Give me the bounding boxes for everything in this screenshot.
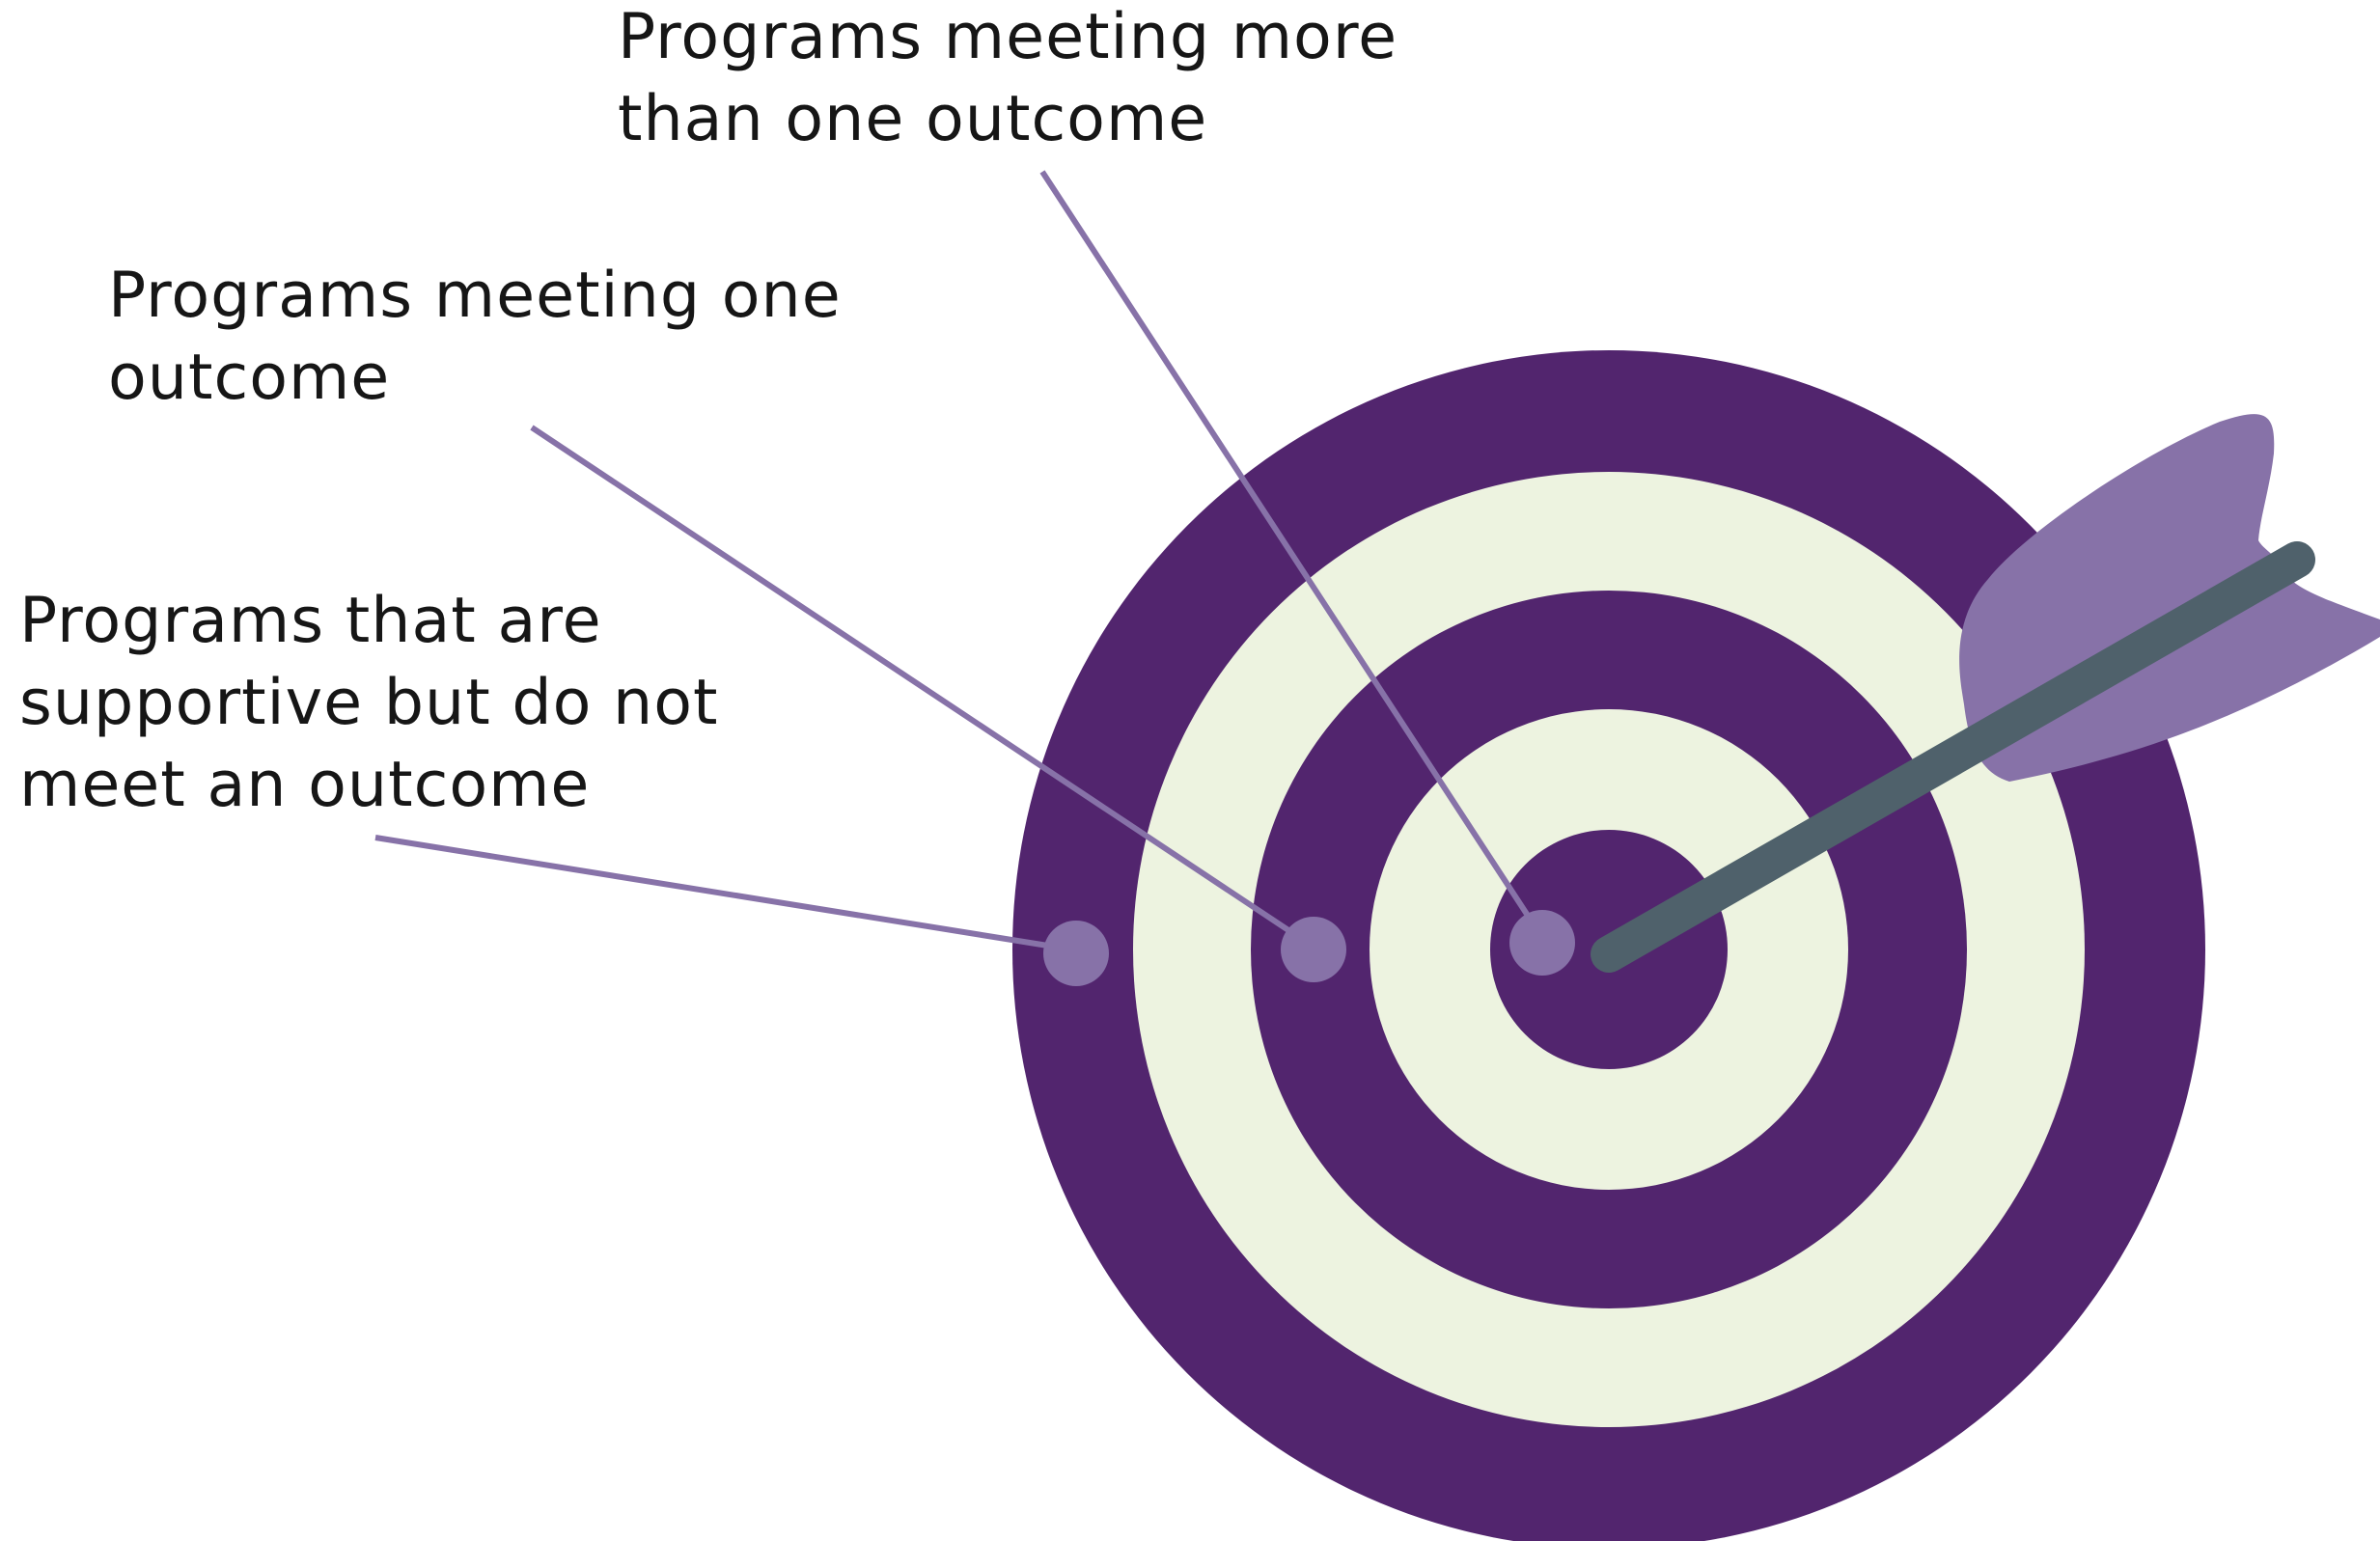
leader-line-supportive xyxy=(374,835,1055,949)
label-line: Programs meeting more xyxy=(618,1,1398,73)
marker-one xyxy=(1281,917,1346,982)
arrow-in-target-icon xyxy=(1591,414,2380,973)
label-line: supportive but do not xyxy=(19,667,719,739)
arrow-shaft xyxy=(1591,541,2315,973)
leader-line-one xyxy=(530,425,1299,939)
label-line: outcome xyxy=(108,342,391,414)
marker-more-than-one xyxy=(1509,910,1575,976)
marker-supportive xyxy=(1043,921,1109,986)
label-line: Programs that are xyxy=(19,585,602,657)
label-more-than-one-outcome: Programs meeting more than one outcome xyxy=(618,0,1398,160)
label-one-outcome: Programs meeting one outcome xyxy=(108,255,842,419)
label-line: Programs meeting one xyxy=(108,260,842,332)
label-line: meet an outcome xyxy=(19,749,591,821)
leader-lines xyxy=(374,170,1535,949)
ring-markers xyxy=(1043,910,1575,986)
leader-line-more-than-one xyxy=(1039,170,1535,923)
label-line: than one outcome xyxy=(618,83,1208,155)
label-supportive-no-outcome: Programs that are supportive but do not … xyxy=(19,580,718,826)
